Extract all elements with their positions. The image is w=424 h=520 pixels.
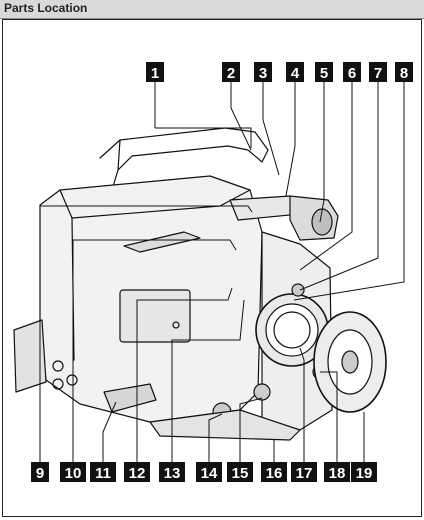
side-knob (253, 383, 271, 401)
callout-number: 10 (65, 465, 82, 482)
callout-number: 5 (320, 65, 328, 82)
callout-group-top: 1 2 3 4 5 6 7 8 (146, 62, 413, 82)
callout-number: 7 (374, 65, 382, 82)
callout-box (159, 462, 185, 482)
accessory-plate (123, 231, 201, 253)
callout-number: 4 (291, 65, 300, 82)
callout-box (196, 462, 222, 482)
callout-number: 2 (227, 65, 235, 82)
callout-box (324, 462, 350, 482)
callout-number: 19 (356, 465, 373, 482)
callout-box (124, 462, 150, 482)
callout-box (254, 62, 272, 82)
callout-number: 13 (164, 465, 181, 482)
callout-number: 16 (266, 465, 283, 482)
callout-box (227, 462, 253, 482)
callout-box (60, 462, 86, 482)
header-text: Parts Location (4, 1, 88, 15)
carry-handle (99, 127, 269, 191)
callout-box (261, 462, 287, 482)
callout-number: 9 (36, 465, 44, 482)
front-knob (291, 283, 305, 297)
callout-number: 11 (95, 465, 111, 482)
callout-number: 17 (296, 465, 313, 482)
callout-box (146, 62, 164, 82)
callout-number: 18 (329, 465, 346, 482)
callout-box (343, 62, 361, 82)
callout-box (286, 62, 304, 82)
callout-number: 6 (348, 65, 356, 82)
callout-box (90, 462, 116, 482)
callout-box (31, 462, 49, 482)
callout-number: 1 (151, 65, 159, 82)
callout-number: 14 (201, 465, 218, 482)
callout-box (291, 462, 317, 482)
callout-number: 15 (232, 465, 249, 482)
callout-box (395, 62, 413, 82)
callout-number: 3 (259, 65, 267, 82)
panel-screw (172, 321, 180, 329)
rear-battery (13, 319, 47, 393)
side-panel-display (119, 289, 191, 343)
callout-box (351, 462, 377, 482)
callout-number: 12 (129, 465, 146, 482)
callout-box (315, 62, 333, 82)
base-plate (149, 409, 301, 441)
callout-box (369, 62, 387, 82)
callout-box (222, 62, 240, 82)
callout-group-bottom: 9 10 11 12 13 14 15 16 17 18 19 (31, 462, 377, 482)
header-bar: Parts Location (0, 0, 424, 19)
callout-number: 8 (400, 65, 408, 82)
shoulder-pad (103, 383, 157, 413)
